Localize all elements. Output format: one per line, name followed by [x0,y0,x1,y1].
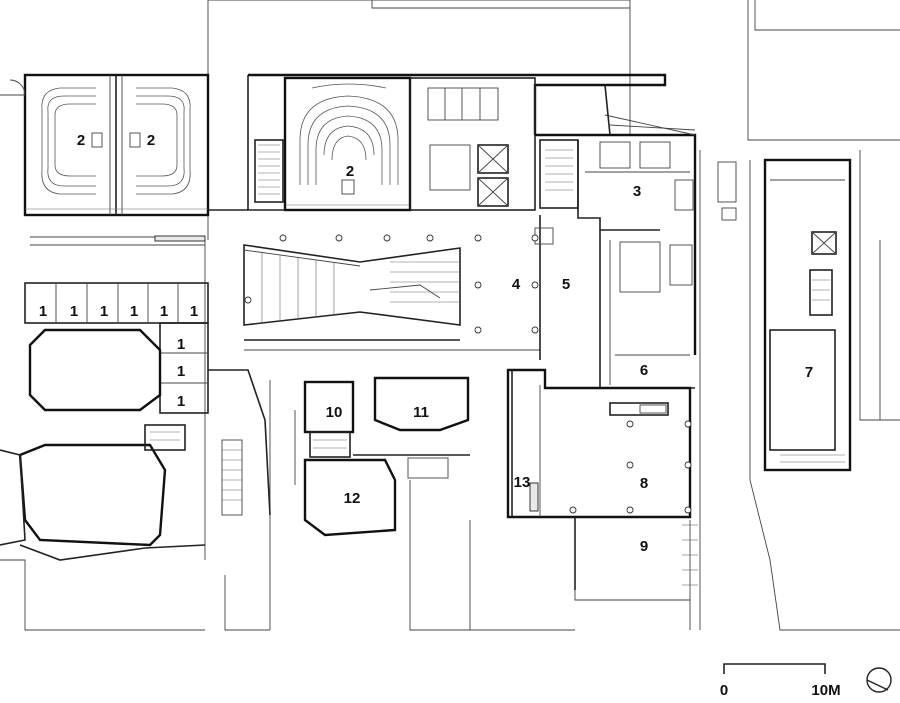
north-arrow-icon [866,667,892,693]
west-halls [0,328,271,561]
room-label-13: 13 [514,474,531,491]
scale-start-label: 0 [720,682,728,699]
room-label-1: 1 [100,303,108,320]
room-label-1: 1 [160,303,168,320]
east-building [763,158,852,472]
room-labels: 1 1 1 1 1 1 1 1 1 2 2 2 3 4 5 6 7 8 9 10… [39,132,813,555]
room-label-1: 1 [39,303,47,320]
room-label-9: 9 [640,538,648,555]
room-label-1: 1 [177,336,185,353]
rooms-10-11-12 [294,376,470,537]
room-label-1: 1 [190,303,198,320]
site-outlines [0,0,900,631]
room-label-1: 1 [177,363,185,380]
atrium [243,215,554,360]
room-label-4: 4 [512,276,521,293]
room-label-2: 2 [346,163,354,180]
room-label-5: 5 [562,276,570,293]
room-label-6: 6 [640,362,648,379]
room-3-offices [535,84,697,389]
room-2-west-classrooms [0,73,210,217]
service-core [409,77,579,211]
room-label-1: 1 [130,303,138,320]
room-label-8: 8 [640,475,648,492]
scale-end-label: 10M [811,682,840,699]
room-label-11: 11 [413,404,429,421]
room-label-10: 10 [326,404,343,421]
scale-bar: 0 10M [720,663,841,699]
room-label-1: 1 [70,303,78,320]
room-label-1: 1 [177,393,185,410]
room-label-2: 2 [147,132,155,149]
room-label-3: 3 [633,183,641,200]
room-label-7: 7 [805,364,813,381]
room-label-2: 2 [77,132,85,149]
room-label-12: 12 [344,490,361,507]
exhibition-hall [506,368,698,600]
